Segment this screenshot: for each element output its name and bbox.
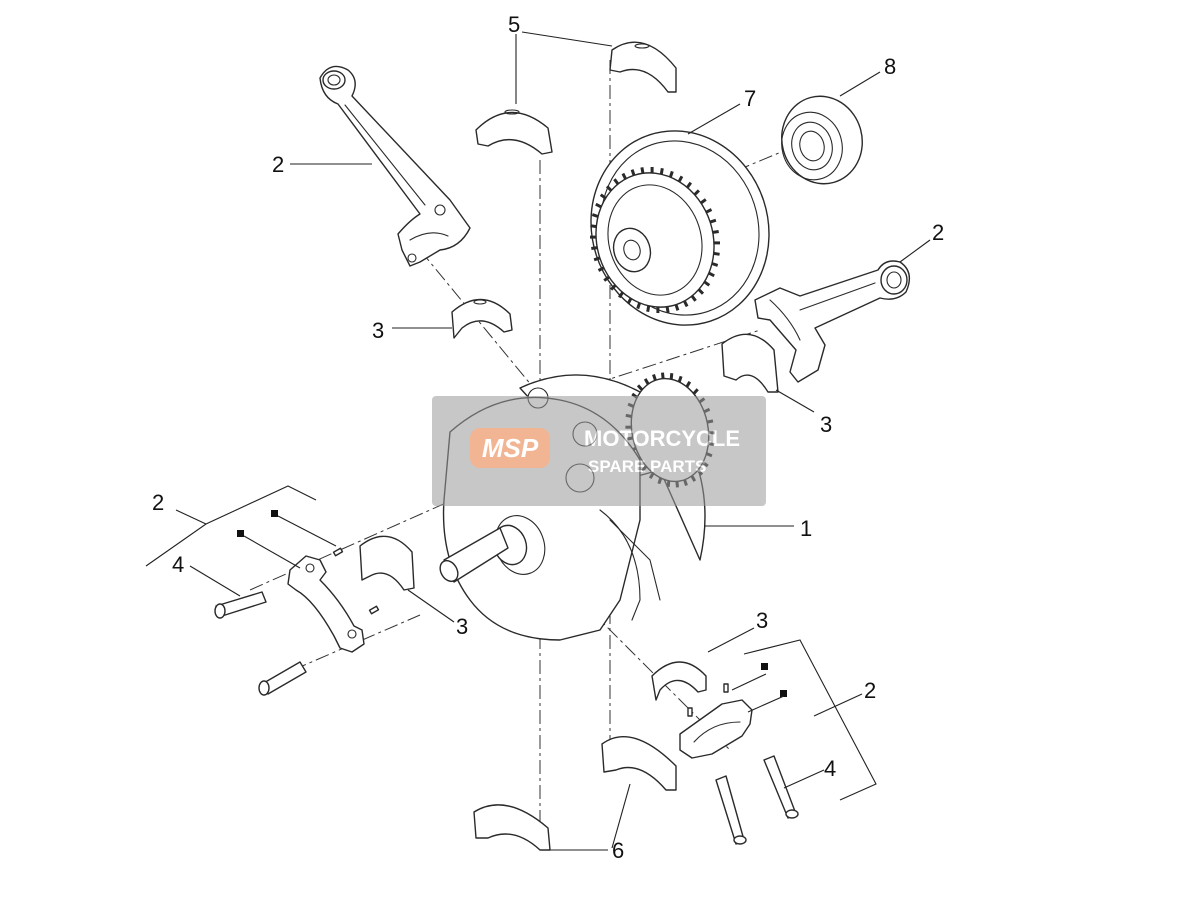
bolt-left-lower-4[interactable] xyxy=(258,661,307,696)
watermark-badge xyxy=(470,428,550,468)
square-markers xyxy=(237,510,787,697)
bolt-bottom-left-4[interactable] xyxy=(715,775,747,845)
callout-3-bottom: 3 xyxy=(756,608,768,633)
bearing-shell-bottom-3[interactable] xyxy=(651,661,707,701)
dowel-pins xyxy=(332,547,729,717)
leader-lines xyxy=(145,31,931,851)
callout-3-rod-right: 3 xyxy=(820,412,832,437)
bearing-shell-top-left-5[interactable] xyxy=(475,109,553,155)
rod-cap-left[interactable] xyxy=(287,555,365,653)
callout-5: 5 xyxy=(508,12,520,37)
gear-teeth xyxy=(590,167,720,313)
callout-4-bolts-bottom: 4 xyxy=(824,756,836,781)
rod-cap-bottom[interactable] xyxy=(679,699,753,759)
bolt-left-upper-4[interactable] xyxy=(214,591,267,619)
callout-1: 1 xyxy=(800,516,812,541)
watermark-line1: MOTORCYCLE xyxy=(584,426,740,451)
bearing-shell-bottom-left-6[interactable] xyxy=(473,804,551,851)
connecting-rod-top[interactable] xyxy=(319,65,471,267)
callout-6: 6 xyxy=(612,838,624,863)
callout-2-rod-top: 2 xyxy=(272,152,284,177)
callout-8: 8 xyxy=(884,54,896,79)
connecting-rod-right[interactable] xyxy=(754,260,911,383)
callout-7: 7 xyxy=(744,86,756,111)
callout-4-bolts-left: 4 xyxy=(172,552,184,577)
ball-bearing-8[interactable] xyxy=(772,87,872,193)
callout-2-cap-bottom: 2 xyxy=(864,678,876,703)
watermark-line2: SPARE PARTS xyxy=(588,457,706,476)
callout-3-left: 3 xyxy=(456,614,468,639)
bolt-bottom-right-4[interactable] xyxy=(763,755,799,819)
bearing-shell-left-3[interactable] xyxy=(359,535,415,591)
bearing-shell-bottom-right-6[interactable] xyxy=(601,736,677,791)
watermark-logo: MSP xyxy=(482,433,539,463)
bearing-shell-rod-top-3[interactable] xyxy=(451,298,513,339)
callout-2-cap-left: 2 xyxy=(152,490,164,515)
watermark: MSP MOTORCYCLE SPARE PARTS xyxy=(432,396,766,506)
gear-7[interactable] xyxy=(566,108,794,349)
bearing-shell-top-right-5[interactable] xyxy=(609,41,677,93)
callout-3-rod-top: 3 xyxy=(372,318,384,343)
callout-numbers: 5 8 7 2 2 3 3 1 2 4 3 3 2 4 6 xyxy=(152,12,944,863)
bearing-shell-rod-right-3[interactable] xyxy=(721,333,779,393)
callout-2-rod-right: 2 xyxy=(932,220,944,245)
